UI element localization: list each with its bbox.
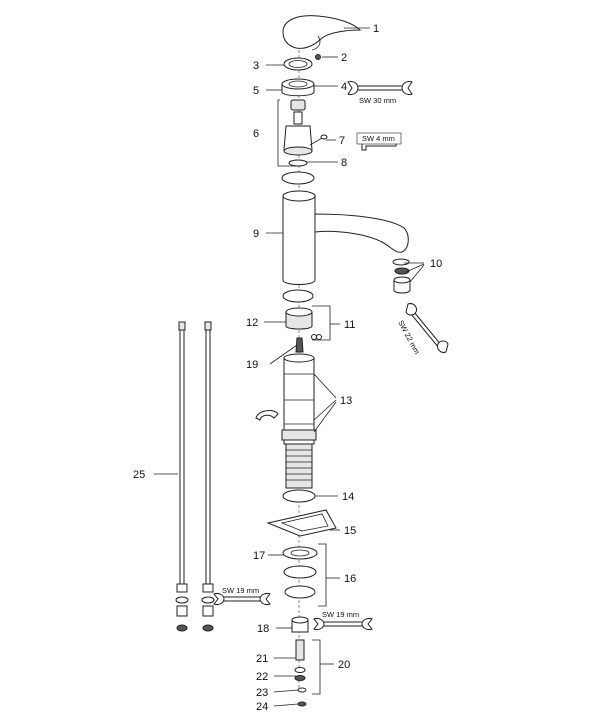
- part-15-base-plate: [266, 509, 337, 537]
- callout-13: 13: [340, 395, 352, 407]
- callout-3: 3: [253, 60, 259, 72]
- part-8-seal-ring: [288, 159, 308, 167]
- callout-22: 22: [256, 671, 268, 683]
- callout-7: 7: [339, 135, 345, 147]
- callout-16: 16: [344, 573, 356, 585]
- part-6-cartridge: [283, 99, 313, 167]
- part-13-mounting-shaft: [281, 353, 317, 445]
- callout-17: 17: [253, 550, 265, 562]
- tool-label-wrench-19-rod: SW 19 mm: [322, 610, 359, 619]
- part-3-cover-ring: [283, 57, 313, 71]
- leader-lines: [154, 27, 425, 707]
- wrench-19-rod-icon: [313, 618, 373, 630]
- tool-label-wrench-22: SW 22 mm: [396, 319, 421, 356]
- callout-24: 24: [256, 701, 268, 713]
- wrench-30-icon: [347, 81, 413, 95]
- callout-20: 20: [338, 659, 350, 671]
- part-14-gasket: [282, 489, 316, 503]
- callout-1: 1: [373, 23, 379, 35]
- callout-4: 4: [341, 81, 347, 93]
- callout-12: 12: [246, 317, 258, 329]
- callout-9: 9: [253, 228, 259, 240]
- part-13-clip: [255, 410, 279, 421]
- callout-5: 5: [253, 85, 259, 97]
- part-1-handle-lever: [282, 15, 362, 51]
- tool-label-wrench-19-hose: SW 19 mm: [222, 586, 259, 595]
- callout-15: 15: [344, 525, 356, 537]
- bracket-6: [277, 99, 300, 167]
- tool-label-hex-key-4: SW 4 mm: [362, 134, 395, 143]
- callout-14: 14: [342, 491, 354, 503]
- part-10-aerator: [392, 258, 411, 294]
- part-19-connector: [295, 337, 304, 353]
- wrench-22-icon: [405, 303, 449, 353]
- callout-25: 25: [133, 469, 145, 481]
- part-18-fixing-nut: [291, 616, 309, 633]
- part-11-small-seals: [311, 305, 331, 341]
- o-ring-lower: [282, 289, 314, 303]
- part-9-faucet-body: [282, 190, 409, 285]
- callout-2: 2: [341, 52, 347, 64]
- o-ring-upper: [281, 171, 315, 185]
- part-20-24-supply-fittings: [294, 639, 321, 707]
- callout-11: 11: [344, 319, 355, 331]
- callout-8: 8: [341, 157, 347, 169]
- tool-label-wrench-30: SW 30 mm: [359, 96, 396, 105]
- callout-23: 23: [256, 687, 268, 699]
- part-12-valve-insert: [285, 307, 313, 330]
- callout-6: 6: [253, 128, 259, 140]
- part-2-grub-screw: [315, 54, 321, 60]
- part-16-17-washers: [282, 543, 327, 607]
- callout-10: 10: [430, 258, 442, 270]
- callout-19: 19: [246, 359, 258, 371]
- threaded-rod: [285, 443, 313, 489]
- callout-21: 21: [256, 653, 268, 665]
- wrench-19-hose-icon: [213, 593, 271, 605]
- part-4-5-locking-nut: [281, 78, 315, 97]
- hex-key-label-box: [356, 132, 402, 145]
- part-25-flexible-hoses: [175, 321, 215, 632]
- part-7-screw: [309, 134, 328, 146]
- callout-18: 18: [257, 623, 269, 635]
